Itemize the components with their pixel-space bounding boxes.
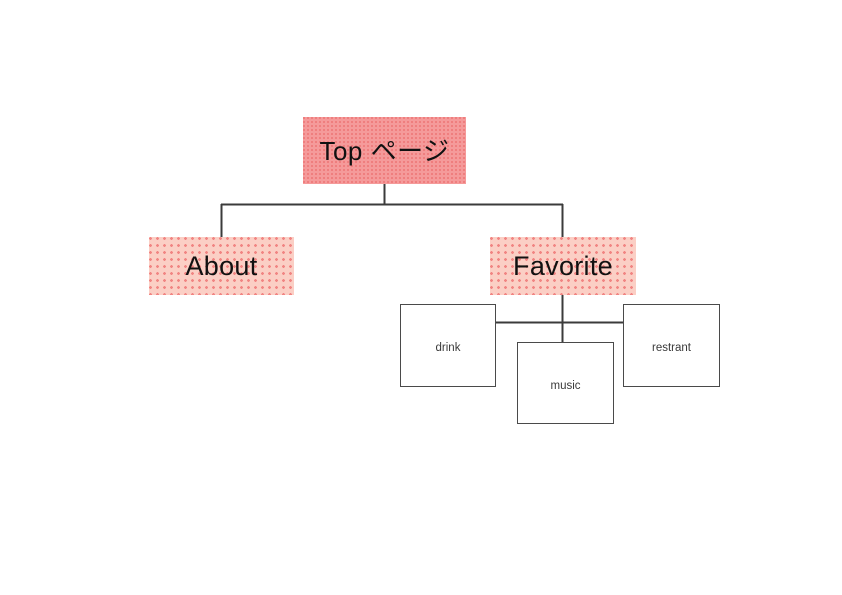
node-about[interactable]: About: [149, 237, 294, 295]
node-drink-label: drink: [435, 342, 461, 354]
node-restrant-label: restrant: [652, 342, 691, 354]
node-restrant[interactable]: restrant: [623, 304, 720, 387]
node-favorite-label: Favorite: [513, 250, 613, 281]
node-music-label: music: [550, 380, 581, 392]
node-top-page-label: Top ページ: [319, 135, 450, 166]
node-drink[interactable]: drink: [400, 304, 496, 387]
node-top-page[interactable]: Top ページ: [303, 117, 466, 184]
node-about-label: About: [185, 250, 258, 281]
node-music[interactable]: music: [517, 342, 614, 424]
node-favorite[interactable]: Favorite: [490, 237, 636, 295]
